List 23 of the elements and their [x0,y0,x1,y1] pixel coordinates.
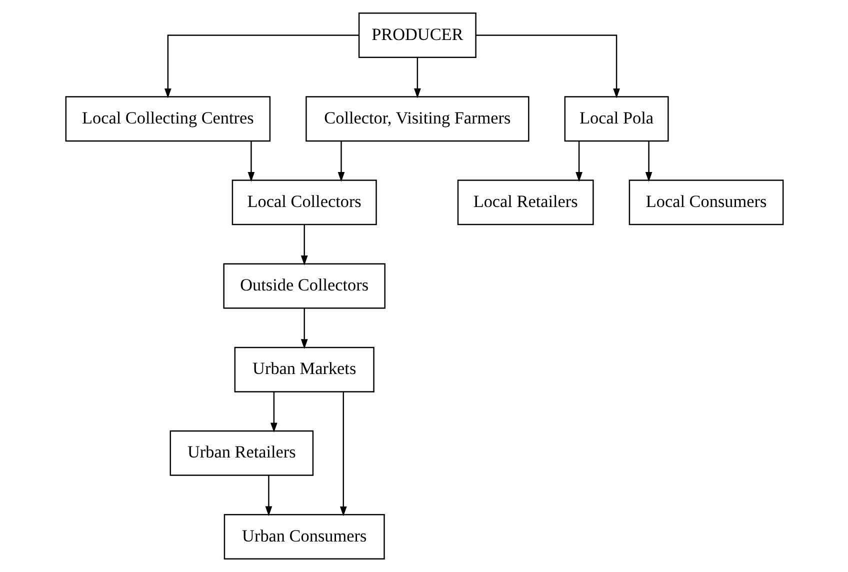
node-box: Local Collectors [231,180,376,226]
arrow [270,392,277,433]
node-box: Local Pola [564,96,668,142]
arrow [644,141,652,182]
arrow [339,392,346,516]
node-box: PRODUCER [358,12,476,58]
node-box: Outside Collectors [222,263,385,309]
node-box: Collector, Visiting Farmers [305,96,529,142]
arrow [264,476,272,516]
arrow [337,141,344,182]
node-box: Local Consumers [628,180,784,226]
node-box: Local Collecting Centres [64,96,270,142]
arrow [575,141,582,182]
node-box: Urban Markets [234,346,374,392]
arrow [476,34,620,98]
node-box: Urban Consumers [223,514,384,560]
arrow [300,224,308,266]
arrow [413,58,420,98]
node-box: Local Retailers [456,180,594,226]
arrow [247,141,254,182]
arrow [164,34,358,98]
arrow [300,308,308,349]
node-box: Urban Retailers [169,430,314,476]
